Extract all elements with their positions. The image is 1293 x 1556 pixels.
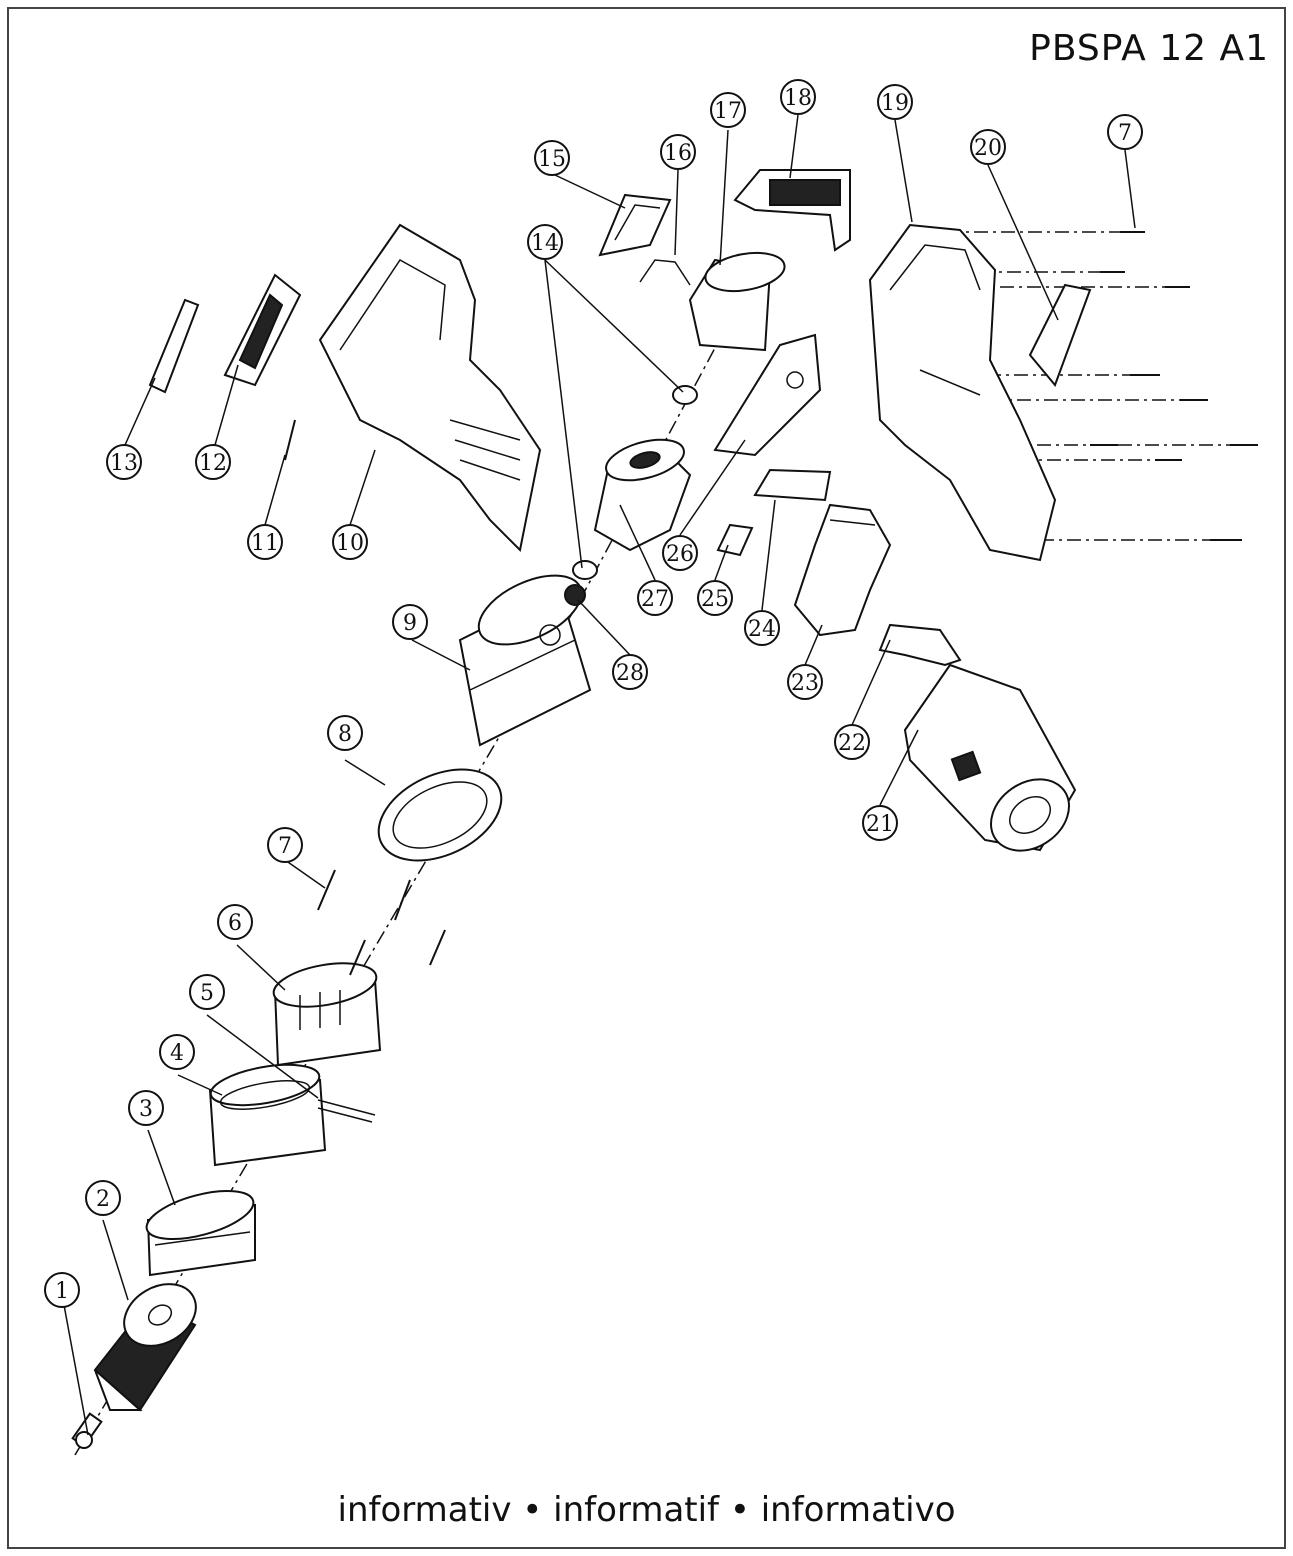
- callout-7-upper: 7: [1107, 114, 1143, 150]
- svg-text:28: 28: [616, 661, 644, 686]
- callout-6: 6: [217, 904, 253, 940]
- part-25-clip: [716, 523, 754, 557]
- svg-text:17: 17: [714, 99, 742, 124]
- callout-16: 16: [660, 134, 696, 170]
- part-23-switch-module: [793, 503, 892, 637]
- callout-20: 20: [970, 129, 1006, 165]
- part-13-strip: [148, 298, 200, 394]
- svg-text:3: 3: [139, 1097, 153, 1122]
- callout-22: 22: [834, 724, 870, 760]
- part-24-switch-cap: [753, 468, 832, 502]
- svg-text:8: 8: [338, 722, 352, 747]
- svg-text:23: 23: [791, 671, 819, 696]
- part-21-battery: [903, 663, 1077, 852]
- part-7-screws-upper: [1090, 231, 1258, 541]
- callout-5: 5: [189, 974, 225, 1010]
- part-3-torque-ring: [145, 1190, 256, 1277]
- svg-text:24: 24: [748, 617, 776, 642]
- callout-9: 9: [392, 604, 428, 640]
- callout-15: 15: [534, 140, 570, 176]
- svg-text:19: 19: [881, 91, 909, 116]
- svg-text:13: 13: [110, 451, 138, 476]
- svg-text:20: 20: [974, 136, 1002, 161]
- callout-8: 8: [327, 715, 363, 751]
- callout-27: 27: [637, 580, 673, 616]
- svg-text:1: 1: [55, 1279, 69, 1304]
- callout-14: 14: [527, 224, 563, 260]
- part-11-spring: [284, 419, 296, 461]
- svg-text:10: 10: [336, 531, 364, 556]
- callout-26: 26: [662, 535, 698, 571]
- part-28-pinion: [564, 584, 586, 606]
- callout-23: 23: [787, 664, 823, 700]
- part-12-cover: [223, 273, 302, 387]
- part-22-cap: [878, 623, 962, 667]
- callout-4: 4: [159, 1034, 195, 1070]
- callout-18: 18: [780, 79, 816, 115]
- callout-24: 24: [744, 610, 780, 646]
- part-18-top-cover: [733, 169, 851, 252]
- part-5-spring: [317, 1099, 376, 1123]
- svg-text:22: 22: [838, 731, 866, 756]
- svg-text:26: 26: [666, 542, 694, 567]
- part-17-motor-housing: [688, 251, 786, 352]
- part-20-label: [1028, 283, 1092, 387]
- svg-text:25: 25: [701, 587, 729, 612]
- svg-text:2: 2: [96, 1187, 110, 1212]
- callout-17: 17: [710, 92, 746, 128]
- part-2-chuck: [93, 1283, 197, 1412]
- part-19-housing-right: [868, 223, 1057, 562]
- callout-28: 28: [612, 654, 648, 690]
- leader-lines: [63, 114, 1136, 1436]
- part-27-motor: [593, 438, 692, 552]
- callout-12: 12: [195, 444, 231, 480]
- callout-25: 25: [697, 580, 733, 616]
- part-14-bearings: [572, 385, 698, 580]
- part-16-clip: [639, 259, 691, 286]
- part-10-housing-left: [318, 223, 542, 553]
- part-15-switch: [598, 193, 672, 257]
- svg-text:7: 7: [278, 834, 292, 859]
- svg-text:9: 9: [403, 611, 417, 636]
- part-6-gear-ring: [272, 962, 382, 1067]
- svg-text:6: 6: [228, 911, 242, 936]
- part-7-screws-lower: [317, 869, 446, 976]
- callout-1: 1: [44, 1272, 80, 1308]
- svg-text:12: 12: [199, 451, 227, 476]
- part-8-plate: [377, 768, 503, 862]
- callout-21: 21: [862, 805, 898, 841]
- page-border: [7, 7, 1286, 1549]
- callout-13: 13: [106, 444, 142, 480]
- svg-text:16: 16: [664, 141, 692, 166]
- part-4-ring: [208, 1063, 327, 1167]
- part-26-side-plate: [713, 333, 822, 457]
- callout-3: 3: [128, 1090, 164, 1126]
- svg-text:7: 7: [1118, 121, 1132, 146]
- callout-2: 2: [85, 1180, 121, 1216]
- part-9-gearbox: [458, 574, 592, 747]
- svg-text:11: 11: [251, 531, 279, 556]
- svg-text:18: 18: [784, 86, 812, 111]
- svg-text:27: 27: [641, 587, 669, 612]
- model-number: PBSPA 12 A1: [1029, 28, 1269, 69]
- callout-19: 19: [877, 84, 913, 120]
- svg-text:5: 5: [200, 981, 214, 1006]
- callout-10: 10: [332, 524, 368, 560]
- svg-text:14: 14: [531, 231, 559, 256]
- assembly-axes: [74, 231, 1255, 1456]
- callout-11: 11: [247, 524, 283, 560]
- svg-text:21: 21: [866, 812, 894, 837]
- footer-caption: informativ • informatif • informativo: [337, 1490, 956, 1530]
- svg-text:4: 4: [170, 1041, 184, 1066]
- svg-text:15: 15: [538, 147, 566, 172]
- callout-7-lower: 7: [267, 827, 303, 863]
